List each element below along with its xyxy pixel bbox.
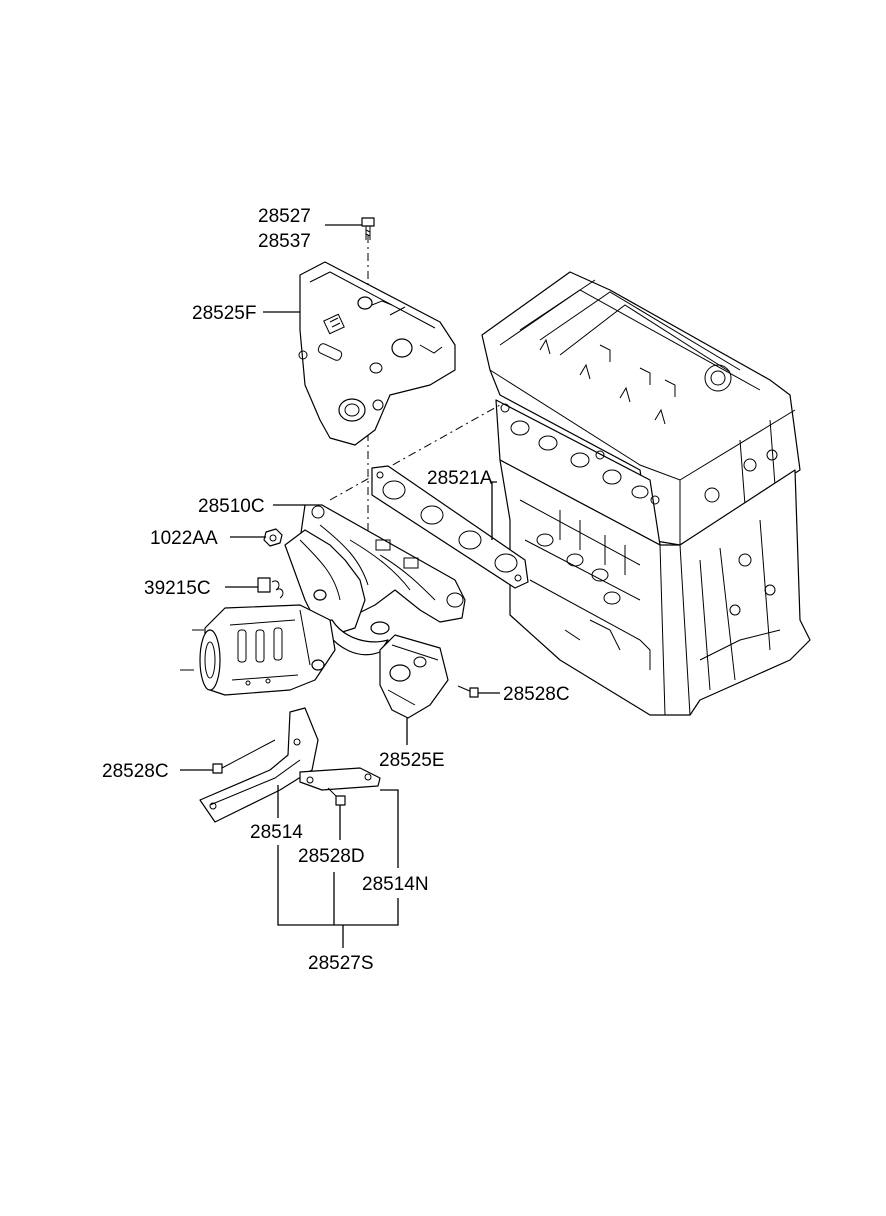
callout-28525E: 28525E <box>379 750 445 771</box>
catalytic-converter <box>180 604 336 696</box>
callout-28528C-left: 28528C <box>102 761 169 782</box>
callout-28525F: 28525F <box>192 303 256 324</box>
callout-28510C: 28510C <box>198 496 265 517</box>
callout-28514N: 28514N <box>362 874 429 895</box>
heat-shield-upper <box>298 261 456 446</box>
engine-block <box>481 271 811 716</box>
callout-28537: 28537 <box>258 231 311 252</box>
callout-39215C: 39215C <box>144 578 211 599</box>
nut-1022AA <box>263 528 283 547</box>
callout-28527S: 28527S <box>308 953 374 974</box>
bracket-28514N <box>299 767 381 791</box>
manifold-gasket <box>371 465 529 589</box>
callout-28527: 28527 <box>258 206 311 227</box>
callout-28528D: 28528D <box>298 846 365 867</box>
exhaust-manifold <box>284 504 466 656</box>
bracket-28514 <box>199 707 319 823</box>
bolt-28528D <box>327 787 346 806</box>
callout-28514: 28514 <box>250 822 303 843</box>
leader-dashed-gasket <box>329 404 501 501</box>
callout-1022AA: 1022AA <box>150 528 218 549</box>
oxygen-sensor-39215C <box>257 577 284 599</box>
bolt-28528C-left <box>212 739 276 774</box>
callout-leaders <box>180 224 500 948</box>
callout-28528C-right: 28528C <box>503 684 570 705</box>
heat-shield-lower <box>379 634 449 719</box>
bolt-28527 <box>361 217 375 240</box>
callout-28521A: 28521A <box>427 468 493 489</box>
bolt-28528C-right <box>457 685 479 698</box>
